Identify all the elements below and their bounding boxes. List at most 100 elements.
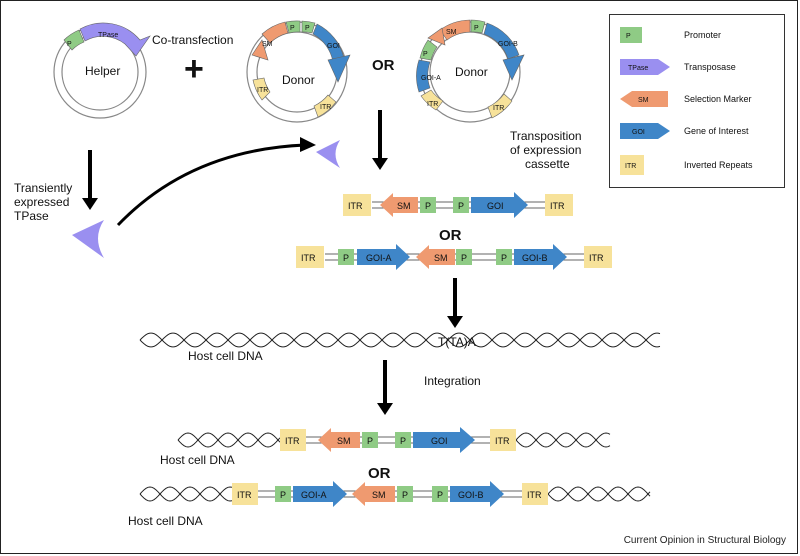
plus-sign: +: [184, 50, 204, 88]
tpase-enzyme-2: [316, 140, 340, 168]
svg-text:SM: SM: [397, 201, 411, 211]
legend-swatch-goi: [620, 123, 670, 139]
svg-text:GOI: GOI: [632, 129, 645, 136]
transient-line-1: Transiently: [14, 181, 72, 195]
transposition-line-1: Transposition: [510, 129, 582, 143]
transposition-line-2: of expression: [510, 143, 581, 157]
svg-text:SM: SM: [372, 490, 386, 500]
svg-text:ITR: ITR: [427, 101, 438, 108]
integrated-2: ITR P GOI-A SM P P GOI-B ITR: [139, 481, 651, 507]
donor2-label: Donor: [455, 65, 488, 79]
host-dna-helix: [139, 332, 661, 348]
svg-text:GOI: GOI: [431, 436, 448, 446]
svg-text:P: P: [501, 253, 507, 263]
cassette-1: ITR SM P P GOI ITR: [343, 192, 573, 218]
svg-text:GOI-A: GOI-A: [301, 490, 327, 500]
svg-text:TPase: TPase: [628, 65, 648, 72]
helper-label: Helper: [85, 64, 120, 78]
integration-label: Integration: [424, 374, 481, 388]
host-dna-label-2: Host cell DNA: [160, 453, 235, 467]
svg-text:SM: SM: [434, 253, 448, 263]
tpase-enzyme-1: [72, 220, 104, 258]
legend-item-transposase: TPase Transposase: [618, 57, 736, 77]
legend-item-promoter: P Promoter: [618, 25, 721, 45]
helper-plasmid: P TPase Helper: [53, 22, 151, 119]
legend-text-sm: Selection Marker: [684, 94, 752, 104]
svg-text:ITR: ITR: [527, 490, 542, 500]
svg-text:P: P: [458, 201, 464, 211]
svg-text:ITR: ITR: [493, 105, 504, 112]
svg-text:ITR: ITR: [320, 104, 331, 111]
co-transfection-label: Co-transfection: [152, 33, 233, 47]
svg-text:GOI-B: GOI-B: [522, 253, 548, 263]
donor-plasmid-2: SM P GOI-B P GOI-A ITR ITR Donor: [416, 19, 525, 123]
helper-promoter: [63, 29, 85, 51]
helper-tpase-label: TPase: [98, 32, 118, 39]
svg-text:ITR: ITR: [495, 436, 510, 446]
svg-text:ITR: ITR: [285, 436, 300, 446]
svg-text:P: P: [437, 490, 443, 500]
legend-text-transposase: Transposase: [684, 62, 736, 72]
svg-text:P: P: [461, 253, 467, 263]
transient-line-2: expressed: [14, 195, 69, 209]
legend-swatch-transposase: [620, 59, 670, 75]
host-dna-label-3: Host cell DNA: [128, 514, 203, 528]
svg-text:GOI-B: GOI-B: [498, 41, 518, 48]
svg-text:GOI-A: GOI-A: [421, 75, 441, 82]
svg-text:GOI: GOI: [487, 201, 504, 211]
host-dna-label-1: Host cell DNA: [188, 349, 263, 363]
svg-text:SM: SM: [446, 29, 457, 36]
or-label-2: OR: [439, 227, 462, 244]
svg-text:ITR: ITR: [550, 201, 565, 211]
svg-text:P: P: [343, 253, 349, 263]
cassette-2: ITR P GOI-A SM P P GOI-B ITR: [296, 244, 612, 270]
ttaa-site: T(TA)A: [438, 335, 476, 349]
integrated-1: ITR SM P P GOI ITR: [177, 427, 611, 453]
svg-text:ITR: ITR: [625, 163, 636, 170]
svg-text:SM: SM: [638, 97, 649, 104]
helper-p-label: P: [67, 41, 72, 48]
legend-text-itr: Inverted Repeats: [684, 160, 753, 170]
curved-arrow: [116, 143, 306, 227]
svg-text:SM: SM: [337, 436, 351, 446]
legend-swatch-sm: [620, 91, 668, 107]
svg-text:P: P: [400, 436, 406, 446]
transposition-line-3: cassette: [525, 157, 570, 171]
svg-text:ITR: ITR: [301, 253, 316, 263]
donor1-sm: [261, 21, 289, 44]
svg-text:P: P: [402, 490, 408, 500]
svg-text:ITR: ITR: [348, 201, 363, 211]
svg-text:ITR: ITR: [589, 253, 604, 263]
donor1-sm-label: SM: [262, 41, 273, 48]
svg-text:P: P: [367, 436, 373, 446]
legend-swatch-promoter: [620, 27, 642, 43]
svg-text:ITR: ITR: [237, 490, 252, 500]
donor1-label: Donor: [282, 73, 315, 87]
svg-text:P: P: [280, 490, 286, 500]
svg-text:ITR: ITR: [257, 87, 268, 94]
svg-text:P: P: [474, 25, 479, 32]
svg-text:P: P: [423, 51, 428, 58]
legend-text-promoter: Promoter: [684, 30, 722, 40]
legend-box: P Promoter TPase Transposase SM Selectio…: [609, 14, 785, 188]
legend-swatch-itr: [620, 155, 644, 175]
helper-tpase-gene: [79, 22, 151, 57]
svg-text:P: P: [305, 25, 310, 32]
or-label-1: OR: [372, 57, 395, 74]
svg-text:GOI-A: GOI-A: [366, 253, 392, 263]
journal-caption: Current Opinion in Structural Biology: [623, 535, 786, 546]
legend-text-goi: Gene of Interest: [684, 126, 749, 136]
transient-line-3: TPase: [14, 209, 49, 223]
legend-item-goi: GOI Gene of Interest: [618, 121, 749, 141]
svg-text:P: P: [290, 25, 295, 32]
legend-item-itr: ITR Inverted Repeats: [618, 155, 753, 175]
svg-text:GOI-B: GOI-B: [458, 490, 484, 500]
svg-text:P: P: [425, 201, 431, 211]
svg-text:P: P: [626, 33, 631, 40]
or-label-3: OR: [368, 465, 391, 482]
donor-plasmid-1: SM P P GOI ITR ITR Donor: [246, 20, 351, 123]
legend-item-selection-marker: SM Selection Marker: [618, 89, 752, 109]
donor1-goi-label: GOI: [327, 43, 340, 50]
